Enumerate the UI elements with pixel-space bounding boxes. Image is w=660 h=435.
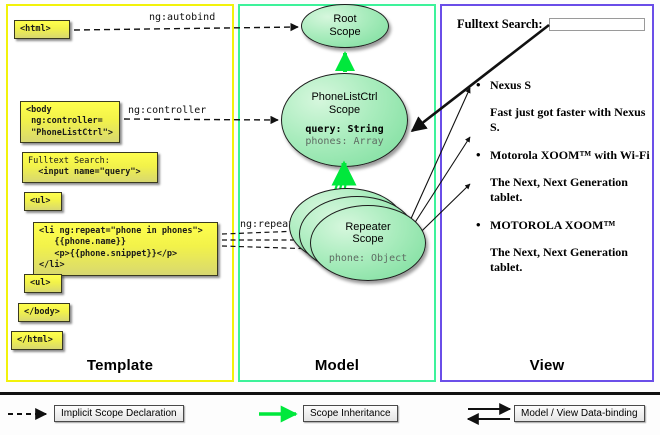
- repeater-title-line1: Repeater: [345, 220, 391, 233]
- phonelistctrl-scope-ellipse: PhoneListCtrl Scope query: String phones…: [281, 73, 408, 167]
- view-search-label: Fulltext Search:: [457, 17, 543, 31]
- phone-name: MOTOROLA XOOM™: [476, 217, 656, 233]
- code-box-ul-close: <ul>: [24, 274, 62, 294]
- phone-snippet: The Next, Next Generation tablet.: [490, 175, 628, 204]
- phonelistctrl-prop-query: query: String: [305, 123, 384, 135]
- root-scope-ellipse: Root Scope: [301, 4, 389, 48]
- legend: Implicit Scope Declaration Scope Inherit…: [0, 392, 660, 435]
- legend-separator: [0, 392, 660, 395]
- repeater-title-line2: Scope: [352, 233, 384, 246]
- phonelistctrl-title-line2: Scope: [328, 104, 361, 116]
- fulltext-search-line2: <input name="query">: [28, 167, 141, 178]
- root-scope-title-line2: Scope: [329, 26, 361, 38]
- li-repeat-line2: {{phone.name}}: [39, 237, 126, 248]
- phonelistctrl-prop-phones: phones: Array: [305, 136, 384, 148]
- phonelistctrl-title-line1: PhoneListCtrl: [311, 91, 378, 104]
- root-scope-title: Root Scope: [329, 13, 360, 38]
- view-search-row: Fulltext Search:: [457, 17, 645, 32]
- code-box-body-close: </body>: [18, 303, 70, 323]
- phonelistctrl-scope-props: query: String phones: Array: [305, 124, 383, 149]
- ng-repeat-label: ng:repeat: [240, 219, 295, 230]
- phonelistctrl-scope-title: PhoneListCtrl Scope: [311, 91, 377, 116]
- repeater-scope-title: Repeater Scope: [345, 221, 390, 246]
- code-box-html-open: <html>: [14, 20, 70, 40]
- li-repeat-line4: </li>: [39, 260, 65, 271]
- repeater-scope-props: phone: Object: [329, 253, 407, 266]
- column-label-template: Template: [86, 357, 154, 374]
- repeater-scope-ellipse: Repeater Scope phone: Object: [310, 205, 426, 281]
- body-open-line1: <body: [26, 105, 52, 115]
- body-open-line2: ng:controller=: [26, 116, 103, 127]
- column-label-view: View: [529, 357, 565, 374]
- code-box-html-close: </html>: [11, 331, 63, 351]
- phone-name: Motorola XOOM™ with Wi-Fi: [476, 147, 656, 163]
- code-box-body-open: <body ng:controller= "PhoneListCtrl">: [20, 101, 120, 144]
- view-search-input[interactable]: [548, 18, 645, 31]
- code-box-li-repeat: <li ng:repeat="phone in phones"> {{phone…: [33, 222, 218, 276]
- phone-name: Nexus S: [476, 77, 656, 93]
- phone-snippet: Fast just got faster with Nexus S.: [490, 105, 646, 134]
- code-box-fulltext-search: Fulltext Search: <input name="query">: [22, 152, 158, 183]
- root-scope-title-line1: Root: [333, 13, 357, 26]
- body-open-line3: "PhoneListCtrl">: [26, 127, 113, 138]
- ng-autobind-label: ng:autobind: [149, 12, 216, 23]
- legend-arrows: [8, 403, 512, 425]
- view-phone-list: Nexus S Fast just got faster with Nexus …: [476, 77, 656, 288]
- li-repeat-line3: <p>{{phone.snippet}}</p>: [39, 248, 178, 259]
- ng-controller-label: ng:controller: [128, 105, 207, 116]
- legend-scope-inheritance: Scope Inheritance: [303, 405, 398, 422]
- code-box-ul-open: <ul>: [24, 192, 62, 212]
- phone-snippet: The Next, Next Generation tablet.: [490, 245, 628, 274]
- li-repeat-line1: <li ng:repeat="phone in phones">: [39, 226, 203, 236]
- legend-implicit-scope-declaration: Implicit Scope Declaration: [54, 405, 184, 422]
- column-label-model: Model: [314, 357, 360, 374]
- fulltext-search-line1: Fulltext Search:: [28, 156, 110, 166]
- legend-data-binding: Model / View Data-binding: [514, 405, 645, 422]
- repeater-prop-phone: phone: Object: [328, 252, 408, 264]
